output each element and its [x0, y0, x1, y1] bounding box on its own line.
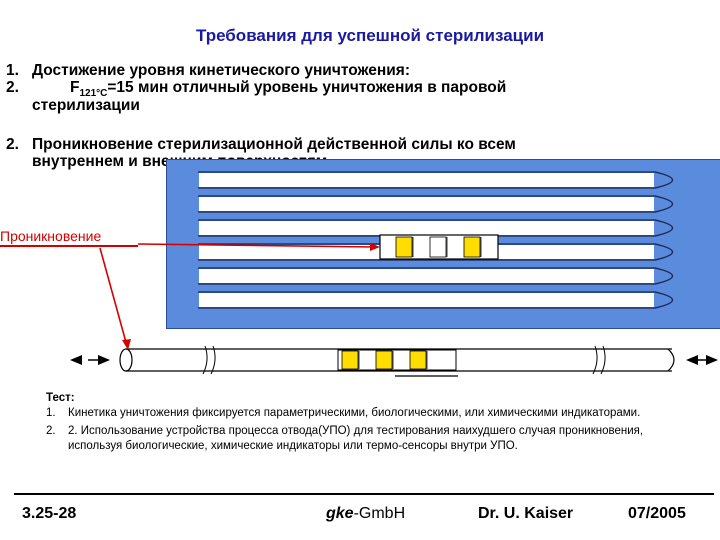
- penetration-arrow-lower: [99, 247, 131, 350]
- slide-title: Требования для успешной стерилизации: [195, 26, 545, 45]
- slide-date: 07/2005: [628, 505, 686, 522]
- test-heading: Тест:: [46, 392, 75, 404]
- company-name-italic: gke: [326, 505, 354, 522]
- requirement-2-continuation: стерилизации: [32, 97, 140, 114]
- requirement-2-number: 2.: [6, 79, 19, 96]
- author-name: Dr. U. Kaiser: [478, 505, 574, 522]
- f-value-symbol: F: [70, 79, 80, 96]
- requirement-1: 1. Достижение уровня кинетического уничто…: [6, 62, 506, 79]
- slide-number: 3.25-28: [22, 505, 77, 522]
- test-item-2-number: 2.: [46, 425, 56, 437]
- test-indicator-capsule: [337, 349, 457, 371]
- footer-divider: [14, 493, 714, 495]
- test-item-2-text: 2. Использование устройства процесса отв…: [68, 425, 644, 452]
- test-item-1-text: Кинетика уничтожения фиксируется парамет…: [68, 407, 641, 419]
- test-item-2: 2. 2. Использование устройства процесса …: [46, 424, 686, 454]
- chamber-indicator-capsule: [379, 234, 499, 260]
- penetration-line-1: Проникновение стерилизационной действенн…: [32, 136, 516, 153]
- test-item-1: 1. Кинетика уничтожения фиксируется пара…: [46, 406, 686, 421]
- requirement-1-number: 1.: [6, 62, 19, 79]
- penetration-number: 2.: [6, 136, 19, 153]
- requirement-2-text: =15 мин отличный уровень уничтожения в п…: [107, 79, 507, 96]
- tubing-fill: [199, 173, 654, 307]
- requirements-list: 1. Достижение уровня кинетического уничто…: [6, 62, 506, 114]
- company-name-rest: -GmbH: [353, 505, 406, 522]
- test-device-tube: [70, 345, 718, 377]
- requirement-1-text: Достижение уровня кинетического уничтоже…: [32, 62, 410, 79]
- test-item-1-number: 1.: [46, 407, 56, 419]
- company-name: gke-GmbH: [326, 505, 405, 523]
- requirement-2: 2. F121°C=15 мин отличный уровень уничтож…: [6, 79, 506, 102]
- test-section: Тест: 1. Кинетика уничтожения фиксируетс…: [46, 391, 686, 454]
- tubing-outline: [198, 171, 674, 309]
- penetration-label: Проникновение: [0, 228, 138, 247]
- penetration-arrow-upper: [137, 243, 380, 251]
- f-value-subscript: 121°C: [79, 88, 108, 99]
